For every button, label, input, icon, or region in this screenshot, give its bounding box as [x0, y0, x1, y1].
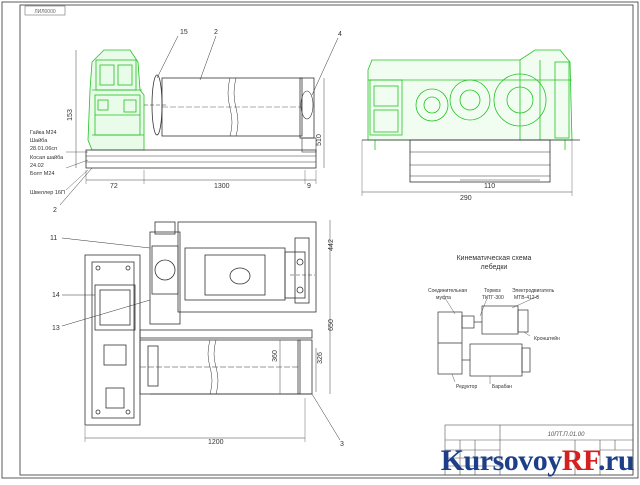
dim-110: 110	[484, 183, 495, 190]
dim-326: 326	[317, 352, 324, 364]
sheet-corner-label: ЛИЛ0000	[34, 9, 55, 15]
plan-frame-plate	[84, 254, 141, 426]
winch-elevation-view: 15 2 4 2 153 72 1300 9 510 Гайка М24 Шай…	[30, 29, 342, 214]
dim-1200: 1200	[208, 439, 224, 446]
callout-4: 4	[338, 31, 342, 38]
kin-bracket-label: Кронштейн	[534, 335, 560, 342]
kin-drum	[469, 343, 523, 377]
dim-650: 650	[328, 319, 335, 331]
corner-label-box	[24, 5, 66, 16]
gearbox-elevation	[87, 49, 145, 151]
kinematic-scheme: Кинематическая схема лебедки Соединитель…	[428, 255, 560, 390]
kin-drum-label: Барабан	[492, 384, 512, 390]
fastener-notes: Гайка М24 Шайба 28.01.06сп Косая шайба 2…	[30, 129, 89, 196]
inner-frame	[19, 4, 634, 476]
kin-brake-label2: ТКТГ-300	[482, 295, 504, 301]
note-bevel-washer: Косая шайба	[30, 154, 64, 161]
note-bevel-code: 24.02	[30, 163, 44, 169]
title-block	[444, 424, 634, 476]
base-channel	[85, 149, 317, 169]
note-channel: Швеллер 16П	[30, 190, 65, 196]
callout-11: 11	[50, 235, 57, 242]
kin-brake-label1: Тормоз	[484, 288, 501, 294]
note-washer: Шайба	[30, 137, 48, 144]
note-bolt: Болт М24	[30, 171, 55, 177]
kinematic-title-line2: лебедки	[481, 263, 508, 271]
watermark-part2: RF	[561, 444, 599, 477]
kin-coupling-label1: Соединительная	[428, 288, 467, 294]
gearbox-side	[367, 49, 573, 150]
winch-plan-view	[61, 220, 341, 442]
note-nut: Гайка М24	[30, 129, 57, 136]
dim-1300: 1300	[214, 183, 230, 190]
kin-coupling-label2: муфта	[436, 295, 451, 301]
plan-labels: 11 14 13 3 442 650 360 326 1200	[50, 235, 344, 448]
dim-153: 153	[67, 109, 74, 121]
dim-72: 72	[110, 183, 118, 190]
dim-360: 360	[272, 350, 279, 362]
dim-9: 9	[307, 183, 311, 190]
watermark-part3: .ru	[598, 444, 635, 477]
callout-15: 15	[180, 29, 188, 36]
winch-side-view: 110 290	[361, 49, 580, 202]
dim-442: 442	[328, 239, 335, 251]
title-block-doc-code: 10ПТ.П.01.00	[548, 432, 586, 438]
kin-coupling	[461, 315, 475, 329]
kin-motor-label2: МТВ-412-8	[514, 295, 539, 301]
dim-290: 290	[460, 195, 472, 202]
dim-510: 510	[316, 134, 323, 146]
callout-14: 14	[52, 292, 60, 299]
kinematic-title-line1: Кинематическая схема	[457, 255, 532, 262]
kin-brake-motor	[481, 305, 519, 335]
watermark-part1: Kursovoy	[440, 444, 563, 477]
plan-motor	[184, 247, 286, 301]
callout-13: 13	[52, 325, 60, 332]
callout-3: 3	[340, 441, 344, 448]
note-washer-code: 28.01.06сп	[30, 146, 57, 152]
kin-reducer-label: Редуктор	[456, 384, 477, 390]
site-watermark: KursovoyRF.ru	[440, 444, 635, 478]
callout-2-top: 2	[214, 29, 218, 36]
kin-motor-label1: Электродвигатель	[512, 288, 555, 294]
plan-gearbox	[149, 231, 181, 325]
callout-2-left: 2	[53, 207, 57, 214]
side-base	[409, 139, 551, 183]
